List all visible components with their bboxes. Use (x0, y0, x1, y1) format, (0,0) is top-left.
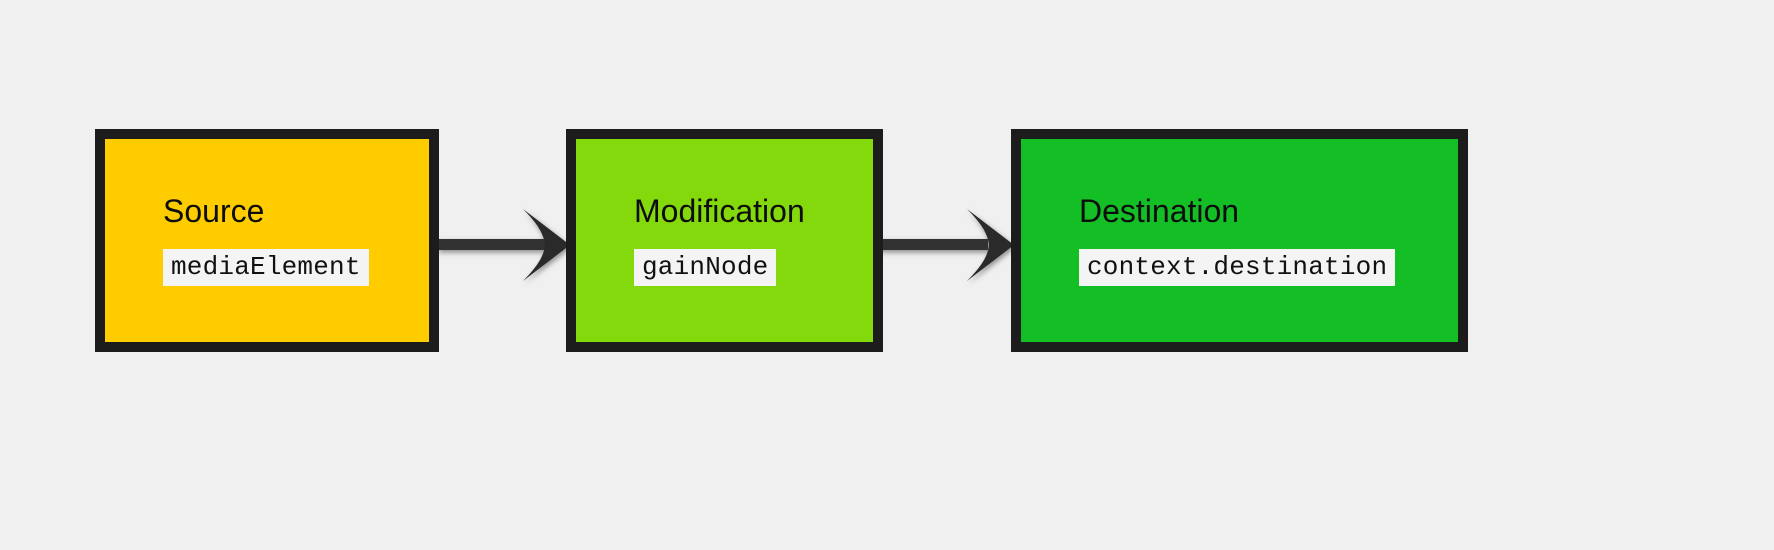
arrow-source-to-modification (437, 209, 570, 281)
node-source-code: mediaElement (163, 248, 369, 287)
node-modification[interactable]: Modification gainNode (566, 129, 883, 352)
node-destination-title: Destination (1079, 192, 1240, 229)
node-modification-code: gainNode (634, 248, 777, 287)
arrow-modification-to-destination (878, 209, 1014, 281)
node-source-title: Source (163, 192, 265, 229)
node-source[interactable]: Source mediaElement (95, 129, 439, 352)
node-destination[interactable]: Destination context.destination (1011, 129, 1468, 352)
node-destination-code: context.destination (1079, 248, 1396, 287)
node-modification-title: Modification (634, 192, 805, 229)
